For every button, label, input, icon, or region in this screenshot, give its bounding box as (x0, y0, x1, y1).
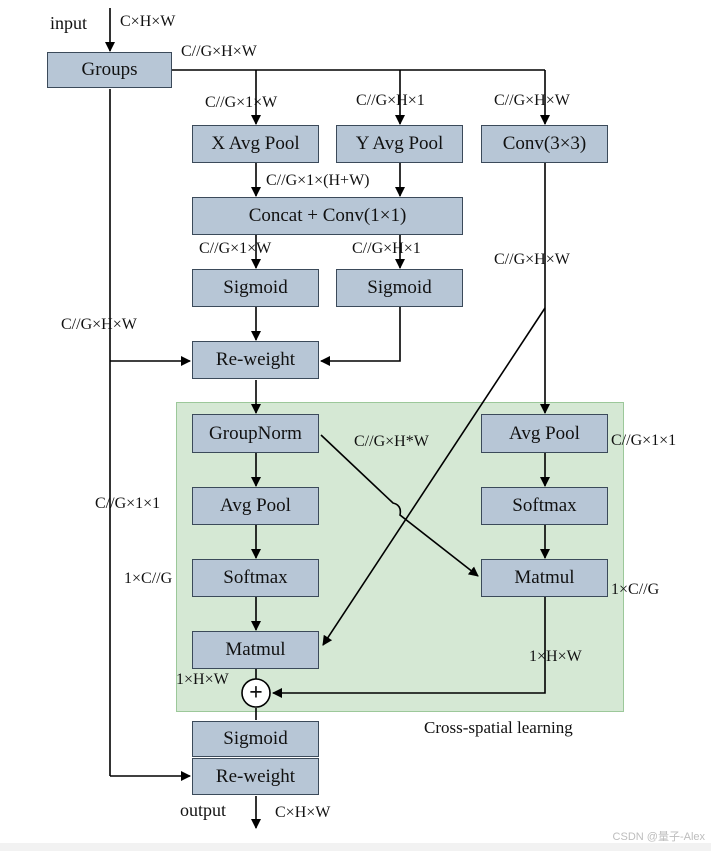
matmul-right-shape-label: 1×C//G (611, 581, 660, 598)
conv-out-label: C//G×H×W (494, 251, 570, 268)
reweight-top-box: Re-weight (192, 341, 319, 379)
plus-circle (241, 678, 271, 708)
input-label: input (50, 13, 88, 33)
matmul-right-out-label: 1×H×W (529, 648, 582, 665)
concat-conv-box: Concat + Conv(1×1) (192, 197, 463, 235)
plus-symbol: + (249, 680, 263, 706)
matmul-right-box: Matmul (481, 559, 608, 597)
groups-box: Groups (47, 52, 172, 88)
cross-shape-label: C//G×H*W (354, 433, 429, 450)
input-shape-label: C×H×W (120, 13, 176, 30)
y-avg-pool-box: Y Avg Pool (336, 125, 463, 163)
arrow-conv-matmul-left (322, 307, 546, 646)
left-skip-shape-label: C//G×1×1 (95, 495, 161, 512)
skip-shape-label: C//G×H×W (61, 316, 137, 333)
region-label: Cross-spatial learning (424, 718, 573, 737)
softmax-left-box: Softmax (192, 559, 319, 597)
softmax-right-box: Softmax (481, 487, 608, 525)
y-pool-in-label: C//G×H×1 (356, 92, 425, 109)
avgpool-right-box: Avg Pool (481, 414, 608, 453)
output-shape-label: C×H×W (275, 804, 331, 821)
conv-in-label: C//G×H×W (494, 92, 570, 109)
sigmoid-bottom-box: Sigmoid (192, 721, 319, 757)
groups-out-label: C//G×H×W (181, 43, 257, 60)
sigmoid-left-box: Sigmoid (192, 269, 319, 307)
sig-right-in-label: C//G×H×1 (352, 240, 421, 257)
x-avg-pool-box: X Avg Pool (192, 125, 319, 163)
concat-in-label: C//G×1×(H+W) (266, 172, 370, 189)
sig-left-in-label: C//G×1×W (199, 240, 272, 257)
matmul-left-box: Matmul (192, 631, 319, 669)
conv3x3-box: Conv(3×3) (481, 125, 608, 163)
reweight-bottom-box: Re-weight (192, 758, 319, 795)
groupnorm-box: GroupNorm (192, 414, 319, 453)
matmul-left-out-label: 1×H×W (176, 671, 229, 688)
arrow-groupnorm-matmul-right (320, 434, 479, 577)
footer-bar (0, 843, 711, 851)
output-label: output (180, 800, 227, 820)
softmax-left-shape-label: 1×C//G (124, 570, 173, 587)
arrow-sig-right-reweight (320, 307, 401, 366)
sigmoid-right-box: Sigmoid (336, 269, 463, 307)
watermark: CSDN @量子-Alex (612, 831, 705, 843)
x-pool-in-label: C//G×1×W (205, 94, 278, 111)
arrow-matmul-right-plus (272, 597, 546, 698)
avgpool-left-box: Avg Pool (192, 487, 319, 525)
avgpool-right-out-label: C//G×1×1 (611, 432, 677, 449)
